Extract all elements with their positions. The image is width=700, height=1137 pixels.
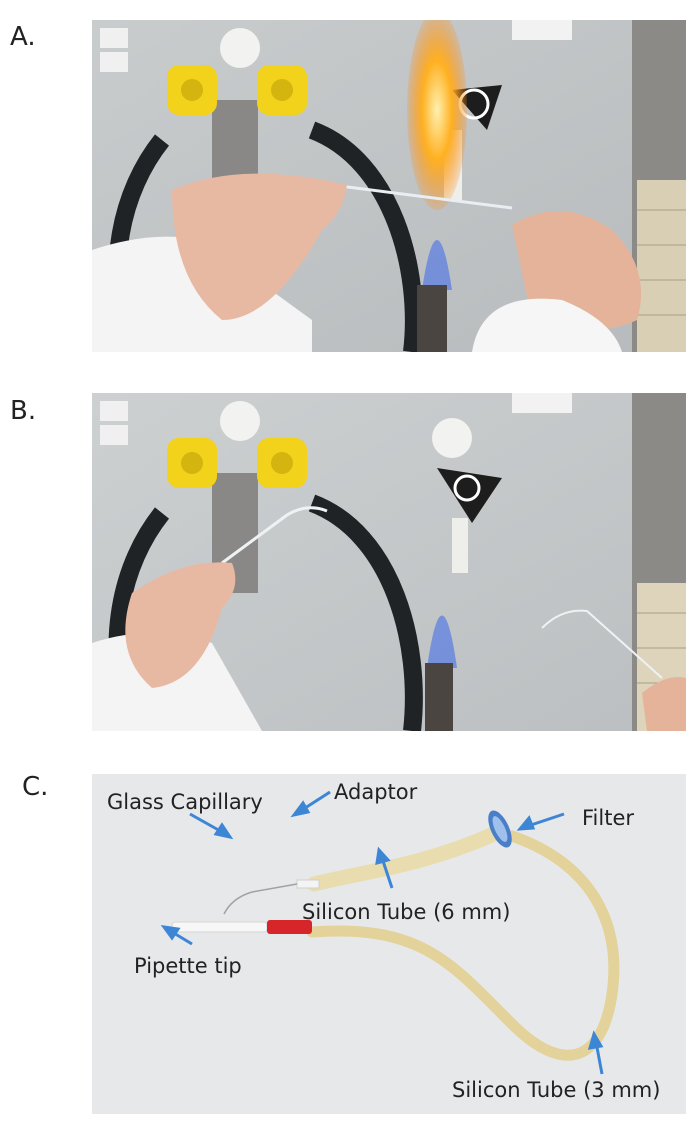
white-valve <box>220 28 260 68</box>
silicon-tube-3mm <box>306 830 620 1061</box>
bunsen-burner <box>425 663 453 731</box>
yellow-valve-right <box>257 65 307 115</box>
left-hand <box>92 562 262 731</box>
label-silicon-tube-6mm: Silicon Tube (6 mm) <box>302 900 511 924</box>
photo-panel-a <box>92 20 686 352</box>
red-connector <box>267 920 312 934</box>
flame-blue <box>422 240 452 290</box>
flame-blue <box>427 615 457 668</box>
left-hand <box>92 173 347 352</box>
right-hand <box>472 211 642 352</box>
flame-orange <box>407 20 467 210</box>
label-adaptor: Adaptor <box>334 780 418 804</box>
glass-capillary-heating <box>331 183 513 210</box>
photo-panel-c <box>92 774 686 1114</box>
arrow-filter <box>527 812 565 828</box>
glass-capillary <box>223 883 298 915</box>
arrow-head <box>213 822 234 840</box>
silicon-tube-6mm <box>306 826 502 892</box>
arrow-head <box>160 925 181 941</box>
arrow-head <box>516 815 536 831</box>
arrow-glass-capillary <box>189 812 223 834</box>
yellow-valve-left <box>167 65 217 115</box>
black-gas-tap <box>432 418 502 573</box>
arrow-head <box>375 846 391 866</box>
gas-hose-right <box>308 494 423 731</box>
bunsen-burner <box>417 285 447 352</box>
yellow-valve-left <box>167 438 217 488</box>
adaptor <box>296 879 320 889</box>
label-pipette-tip: Pipette tip <box>134 954 242 978</box>
arrow-head <box>587 1030 604 1050</box>
photo-panel-b <box>92 393 686 731</box>
glass-capillary-bent-right <box>541 609 663 679</box>
panel-letter-a: A. <box>10 22 36 52</box>
filter <box>488 810 512 848</box>
label-silicon-tube-3mm: Silicon Tube (3 mm) <box>452 1078 661 1102</box>
pipette-tip <box>171 921 268 933</box>
arrow-silicon-tube-6mm <box>380 857 394 889</box>
arrow-head <box>290 800 311 818</box>
petri-dish-stack <box>637 180 686 352</box>
gas-hose-right <box>308 121 423 352</box>
right-hand <box>642 677 686 731</box>
glass-capillary-bent-left <box>221 506 328 565</box>
label-glass-capillary: Glass Capillary <box>107 790 263 814</box>
label-filter: Filter <box>582 806 635 830</box>
white-valve <box>220 401 260 441</box>
panel-letter-c: C. <box>22 772 49 802</box>
yellow-valve-right <box>257 438 307 488</box>
panel-letter-b: B. <box>10 396 37 426</box>
